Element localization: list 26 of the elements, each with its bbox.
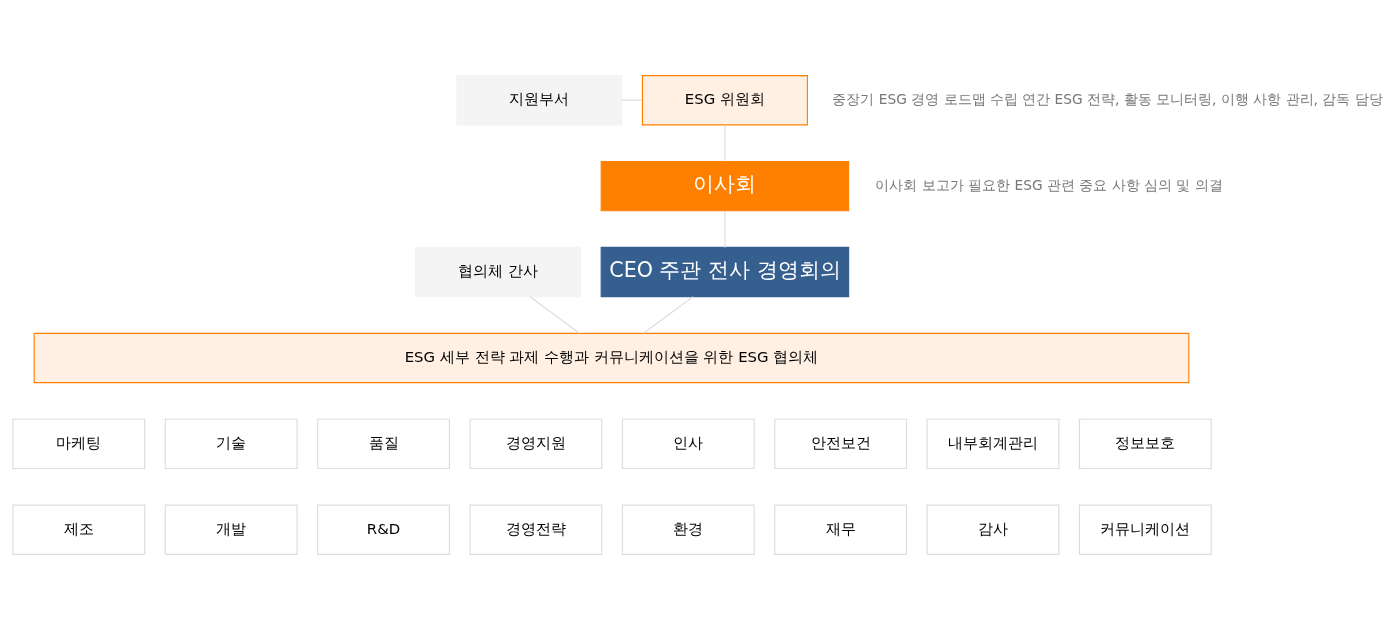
node-box: 환경 — [621, 504, 755, 555]
node-box: 개발 — [164, 504, 298, 555]
node-box: 인사 — [621, 418, 755, 470]
node-box: 기술 — [164, 418, 298, 470]
node-box: ESG 위원회 — [641, 75, 808, 126]
node-box: 협의체 간사 — [415, 246, 582, 298]
node-label: 중장기 ESG 경영 로드맵 수립 연간 ESG 전략, 활동 모니터링, 이행 사항 관리, 감독 담당 — [832, 90, 1383, 107]
node-box: 경영지원 — [469, 418, 603, 470]
node-label: 이사회 보고가 필요한 ESG 관련 중요 사항 심의 및 의결 — [875, 176, 1223, 193]
node-box: R&D — [317, 504, 450, 555]
connector — [642, 296, 694, 334]
node-box: 정보보호 — [1078, 418, 1212, 470]
node-box: 이사회 — [600, 160, 850, 212]
node-box: ESG 세부 전략 과제 수행과 커뮤니케이션을 위한 ESG 협의체 — [33, 332, 1190, 384]
node-box: 감사 — [926, 504, 1060, 555]
node-box: 마케팅 — [12, 418, 146, 470]
node-box: CEO 주관 전사 경영회의 — [600, 246, 850, 298]
node-box: 제조 — [12, 504, 146, 555]
node-box: 품질 — [317, 418, 450, 470]
node-box: 재무 — [774, 504, 908, 555]
node-box: 내부회계관리 — [926, 418, 1060, 470]
node-box: 지원부서 — [456, 75, 623, 126]
node-box: 경영전략 — [469, 504, 603, 555]
node-box: 안전보건 — [774, 418, 908, 470]
connector — [529, 296, 581, 334]
node-box: 커뮤니케이션 — [1078, 504, 1212, 555]
